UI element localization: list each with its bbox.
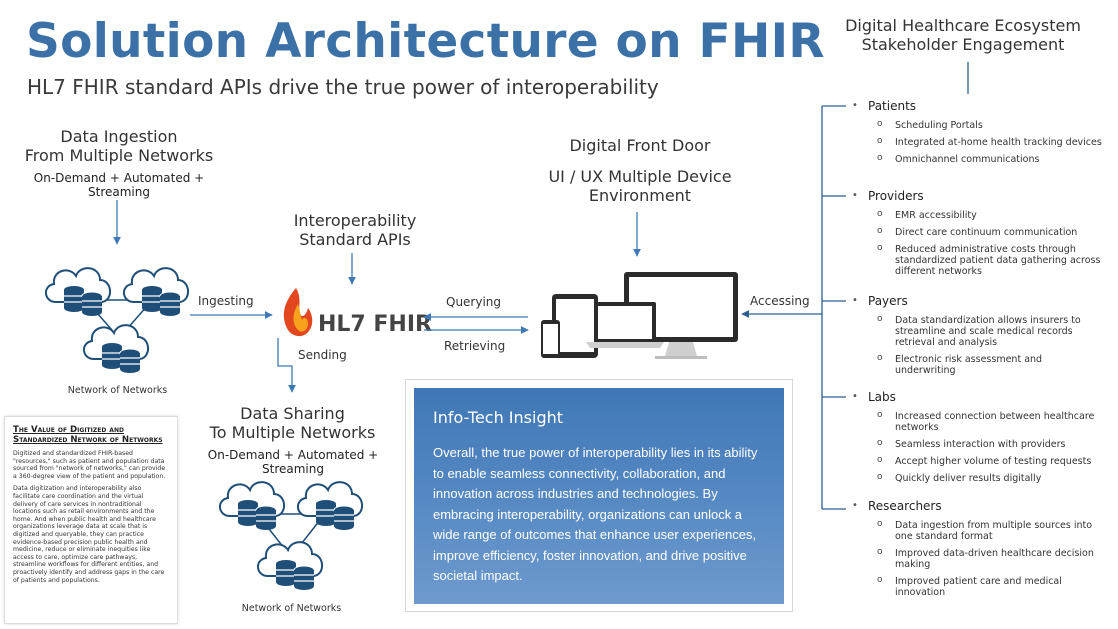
- front-door-subheading: UI / UX Multiple Device Environment: [520, 167, 760, 205]
- sharing-subheading: On-Demand + Automated + Streaming: [188, 448, 398, 476]
- stakeholder-item: Data ingestion from multiple sources int…: [852, 519, 1102, 542]
- edge-label-sending: Sending: [298, 348, 347, 362]
- stakeholder-item: Scheduling Portals: [852, 119, 1102, 131]
- stakeholder-title-line2: Stakeholder Engagement: [861, 35, 1065, 54]
- hl7-fhir-logo: HL7 FHIR: [283, 288, 432, 337]
- stakeholder-item: Electronic risk assessment and underwrit…: [852, 353, 1102, 376]
- hl7-fhir-text: HL7 FHIR: [318, 312, 432, 337]
- stakeholder-group-payers: Payers Data standardization allows insur…: [852, 294, 1102, 376]
- edge-label-retrieving: Retrieving: [444, 339, 506, 353]
- devices-graphic: [541, 272, 738, 359]
- cloud-database-icon: [296, 481, 364, 531]
- ingestion-network-graphic: [44, 267, 190, 374]
- sending-arrow: [277, 338, 296, 393]
- sharing-network-label: Network of Networks: [241, 603, 342, 614]
- insight-title: Info-Tech Insight: [433, 408, 564, 427]
- value-box-paragraph: Digitized and standardized FHIR-based "r…: [13, 450, 166, 480]
- edge-label-accessing: Accessing: [750, 294, 810, 308]
- stakeholder-group-name: Patients: [852, 99, 1102, 113]
- front-door-title: Digital Front Door: [569, 136, 711, 155]
- value-box-title-line1: The Value of Digitized and: [13, 425, 124, 435]
- sharing-title-line1: Data Sharing: [240, 404, 345, 423]
- page-title: Solution Architecture on FHIR: [26, 14, 825, 69]
- stakeholder-group-name: Researchers: [852, 499, 1102, 513]
- stakeholder-group-patients: Patients Scheduling Portals Integrated a…: [852, 99, 1102, 165]
- stakeholder-group-name: Payers: [852, 294, 1102, 308]
- cloud-database-icon: [82, 324, 150, 374]
- stakeholder-group-researchers: Researchers Data ingestion from multiple…: [852, 499, 1102, 598]
- stakeholder-item: Improved patient care and medical innova…: [852, 575, 1102, 598]
- sharing-sub-line2: Streaming: [262, 462, 324, 476]
- stakeholder-tree-lines: [821, 62, 969, 510]
- ingestion-heading: Data Ingestion From Multiple Networks: [14, 127, 224, 165]
- front-door-sub-line2: Environment: [588, 186, 692, 205]
- ingestion-network-label: Network of Networks: [67, 385, 168, 396]
- value-box-title: The Value of Digitized and Standardized …: [13, 425, 169, 445]
- insight-box: Info-Tech Insight Overall, the true powe…: [414, 388, 784, 604]
- stakeholder-item: Reduced administrative costs through sta…: [852, 243, 1102, 277]
- stakeholder-group-labs: Labs Increased connection between health…: [852, 390, 1102, 484]
- sharing-heading: Data Sharing To Multiple Networks: [190, 404, 395, 442]
- stakeholder-group-name: Providers: [852, 189, 1102, 203]
- interop-heading: Interoperability Standard APIs: [265, 211, 445, 249]
- value-info-box: The Value of Digitized and Standardized …: [4, 416, 178, 624]
- stakeholder-item: Seamless interaction with providers: [852, 438, 1102, 450]
- stakeholder-item: EMR accessibility: [852, 209, 1102, 221]
- value-box-paragraph: Data digitization and interoperability a…: [13, 485, 165, 584]
- stakeholder-title: Digital Healthcare Ecosystem Stakeholder…: [828, 16, 1098, 54]
- ingestion-title-line2: From Multiple Networks: [24, 146, 214, 165]
- page-subtitle: HL7 FHIR standard APIs drive the true po…: [27, 75, 659, 99]
- stakeholder-item: Integrated at-home health tracking devic…: [852, 136, 1102, 148]
- interop-title-line2: Standard APIs: [299, 230, 411, 249]
- stakeholder-item: Direct care continuum communication: [852, 226, 1102, 238]
- stakeholder-title-line1: Digital Healthcare Ecosystem: [845, 16, 1081, 35]
- cloud-database-icon: [122, 267, 190, 317]
- edge-label-querying: Querying: [446, 295, 502, 309]
- ingestion-sub-line1: On-Demand + Automated +: [33, 171, 205, 185]
- sharing-sub-line1: On-Demand + Automated +: [207, 448, 379, 462]
- cloud-database-icon: [44, 267, 112, 317]
- interop-title-line1: Interoperability: [293, 211, 417, 230]
- stakeholder-item: Data standardization allows insurers to …: [852, 314, 1102, 348]
- ingestion-sub-line2: Streaming: [88, 185, 150, 199]
- stakeholder-group-name: Labs: [852, 390, 1102, 404]
- sharing-network-graphic: [218, 481, 364, 591]
- cloud-database-icon: [256, 541, 324, 591]
- stakeholder-item: Quickly deliver results digitally: [852, 472, 1102, 484]
- stakeholder-group-providers: Providers EMR accessibility Direct care …: [852, 189, 1102, 277]
- stakeholder-item: Omnichannel communications: [852, 153, 1102, 165]
- stakeholder-item: Increased connection between healthcare …: [852, 410, 1102, 433]
- front-door-sub-line1: UI / UX Multiple Device: [548, 167, 732, 186]
- cloud-database-icon: [218, 481, 286, 531]
- stakeholder-item: Improved data-driven healthcare decision…: [852, 547, 1102, 570]
- ingestion-subheading: On-Demand + Automated + Streaming: [14, 171, 224, 199]
- insight-body: Overall, the true power of interoperabil…: [433, 445, 758, 583]
- stakeholder-item: Accept higher volume of testing requests: [852, 455, 1102, 467]
- ingestion-title-line1: Data Ingestion: [60, 127, 178, 146]
- edge-label-ingesting: Ingesting: [198, 294, 254, 308]
- sharing-title-line2: To Multiple Networks: [209, 423, 376, 442]
- value-box-title-line2: Standardized Network of Networks: [13, 435, 163, 445]
